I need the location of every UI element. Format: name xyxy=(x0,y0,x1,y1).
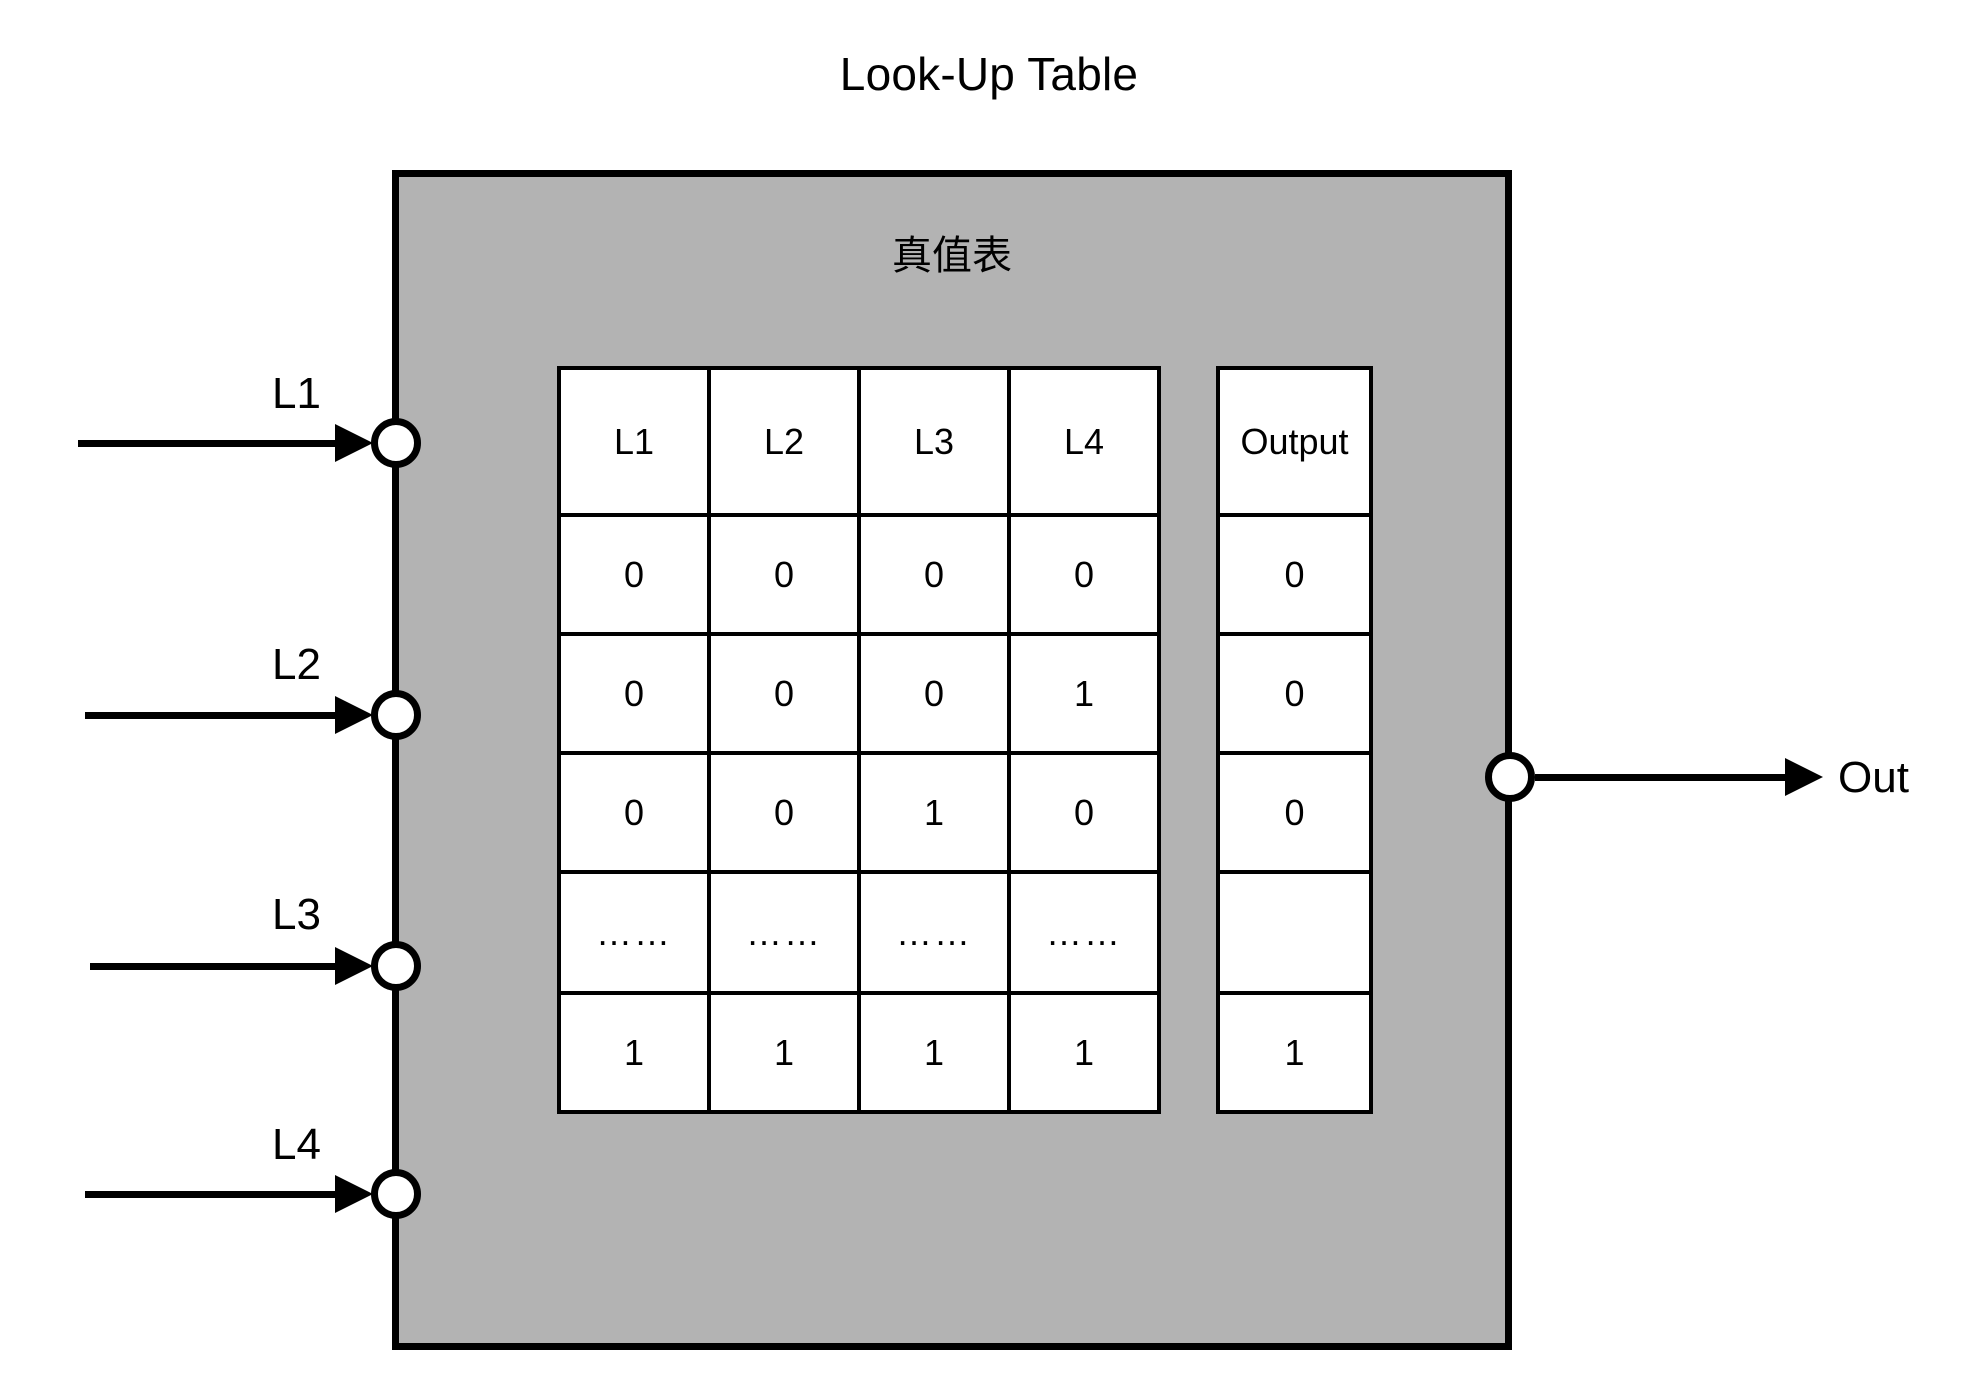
output-port[interactable] xyxy=(1485,752,1535,802)
table-row: 0 xyxy=(1216,751,1373,874)
table-cell: 0 xyxy=(1216,513,1373,636)
page-title: Look-Up Table xyxy=(839,48,1139,100)
table-cell: 1 xyxy=(1007,991,1161,1114)
table-cell: 0 xyxy=(1216,632,1373,755)
table-cell: …… xyxy=(857,870,1011,995)
table-cell: 0 xyxy=(557,513,711,636)
table-row-ellipsis: …… …… …… …… xyxy=(557,870,1161,995)
input-port-l1[interactable] xyxy=(371,418,421,468)
table-cell: 1 xyxy=(857,991,1011,1114)
table-cell: 1 xyxy=(1007,632,1161,755)
table-cell: 1 xyxy=(857,751,1011,874)
table-row: 0 0 1 0 xyxy=(557,751,1161,874)
input-wire-l4 xyxy=(85,1191,350,1198)
input-wire-l2 xyxy=(85,712,350,719)
table-cell: 0 xyxy=(707,632,861,755)
column-header-output: Output xyxy=(1216,366,1373,517)
table-cell: 0 xyxy=(857,632,1011,755)
table-row: 1 1 1 1 xyxy=(557,991,1161,1114)
table-row-ellipsis xyxy=(1216,870,1373,995)
table-header-row: Output xyxy=(1216,366,1373,517)
output-label: Out xyxy=(1838,753,1909,802)
table-cell: …… xyxy=(1007,870,1161,995)
input-label-l3: L3 xyxy=(272,890,321,939)
input-label-l2: L2 xyxy=(272,640,321,689)
input-wire-l3 xyxy=(90,963,350,970)
input-label-l4: L4 xyxy=(272,1120,321,1169)
table-row: 0 xyxy=(1216,513,1373,636)
input-port-l2[interactable] xyxy=(371,690,421,740)
truth-table-output: Output 0 0 0 1 xyxy=(1216,366,1373,1114)
table-cell: 0 xyxy=(1007,513,1161,636)
table-cell: 0 xyxy=(1216,751,1373,874)
table-cell: 0 xyxy=(557,751,711,874)
lut-subtitle: 真值表 xyxy=(892,234,1012,278)
table-header-row: L1 L2 L3 L4 xyxy=(557,366,1161,517)
truth-table-inputs: L1 L2 L3 L4 0 0 0 0 0 0 0 1 0 0 1 0 xyxy=(557,366,1161,1114)
table-cell: …… xyxy=(557,870,711,995)
input-port-l4[interactable] xyxy=(371,1169,421,1219)
table-row: 0 0 0 0 xyxy=(557,513,1161,636)
column-header-l3: L3 xyxy=(857,366,1011,517)
input-arrowhead-l3 xyxy=(335,947,373,985)
input-label-l1: L1 xyxy=(272,369,321,418)
input-arrowhead-l4 xyxy=(335,1175,373,1213)
input-arrowhead-l1 xyxy=(335,424,373,462)
input-port-l3[interactable] xyxy=(371,941,421,991)
output-wire xyxy=(1535,774,1802,781)
column-header-l1: L1 xyxy=(557,366,711,517)
input-wire-l1 xyxy=(78,440,350,447)
table-cell: 0 xyxy=(557,632,711,755)
table-cell: 0 xyxy=(707,513,861,636)
table-cell: 0 xyxy=(707,751,861,874)
table-row: 1 xyxy=(1216,991,1373,1114)
table-cell: 1 xyxy=(1216,991,1373,1114)
input-arrowhead-l2 xyxy=(335,696,373,734)
table-cell: 1 xyxy=(557,991,711,1114)
column-header-l4: L4 xyxy=(1007,366,1161,517)
table-cell xyxy=(1216,870,1373,995)
output-arrowhead xyxy=(1785,758,1823,796)
table-cell: 0 xyxy=(857,513,1011,636)
column-header-l2: L2 xyxy=(707,366,861,517)
table-cell: 0 xyxy=(1007,751,1161,874)
table-cell: …… xyxy=(707,870,861,995)
table-row: 0 0 0 1 xyxy=(557,632,1161,755)
table-row: 0 xyxy=(1216,632,1373,755)
table-cell: 1 xyxy=(707,991,861,1114)
